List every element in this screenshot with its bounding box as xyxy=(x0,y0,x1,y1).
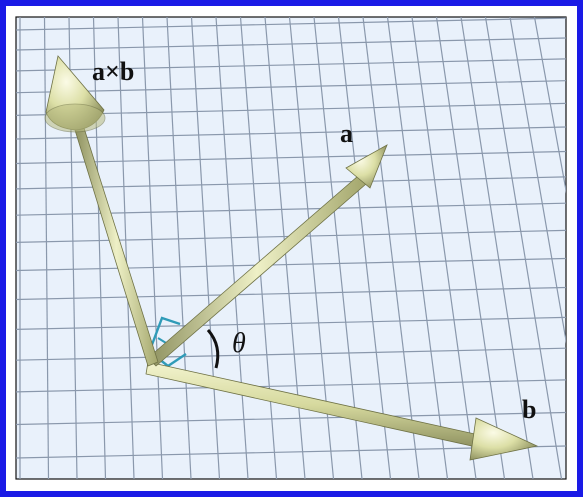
grid-line-horizontal xyxy=(16,17,566,31)
grid-line-horizontal xyxy=(16,102,566,116)
grid-line-vertical xyxy=(509,17,566,344)
grid-line-vertical xyxy=(166,17,192,479)
grid-line-vertical xyxy=(337,17,392,479)
vector-a-label: a xyxy=(340,119,353,148)
grid-line-vertical xyxy=(215,17,249,479)
grid-line-vertical xyxy=(190,17,221,479)
vector-b-label: b xyxy=(522,395,536,424)
grid-line-horizontal xyxy=(16,316,566,330)
angle-theta-label: θ xyxy=(232,328,246,359)
grid-line-horizontal xyxy=(16,347,566,361)
grid-line-vertical xyxy=(313,17,363,479)
grid-line-vertical xyxy=(117,17,135,479)
grid-line-vertical xyxy=(239,17,278,479)
grid-line-horizontal xyxy=(16,379,566,393)
grid-line-vertical xyxy=(411,17,477,479)
grid-line-horizontal xyxy=(16,58,566,72)
grid-line-vertical xyxy=(141,17,164,479)
grid-line-horizontal xyxy=(16,176,566,190)
grid-line-horizontal xyxy=(16,411,566,426)
cross-product-vector xyxy=(44,55,159,367)
grid-line-vertical xyxy=(533,17,566,194)
grid-line-vertical xyxy=(386,17,449,479)
grid-line-horizontal xyxy=(16,37,566,51)
grid-line-horizontal xyxy=(16,257,566,272)
grid-line-horizontal xyxy=(16,126,566,140)
grid-line-vertical xyxy=(92,17,107,479)
grid-line-vertical xyxy=(435,17,506,479)
grid-line-vertical xyxy=(43,17,50,479)
grid-line-horizontal xyxy=(16,150,566,165)
cross-product-label: a×b xyxy=(92,57,134,86)
grid-line-horizontal xyxy=(16,286,566,301)
vector-b xyxy=(145,361,539,461)
angle-arc xyxy=(206,329,220,369)
grid-line-vertical xyxy=(460,17,534,479)
grid-line-horizontal xyxy=(16,80,566,94)
grid-line-vertical xyxy=(484,17,563,479)
grid-line-vertical xyxy=(362,17,420,479)
